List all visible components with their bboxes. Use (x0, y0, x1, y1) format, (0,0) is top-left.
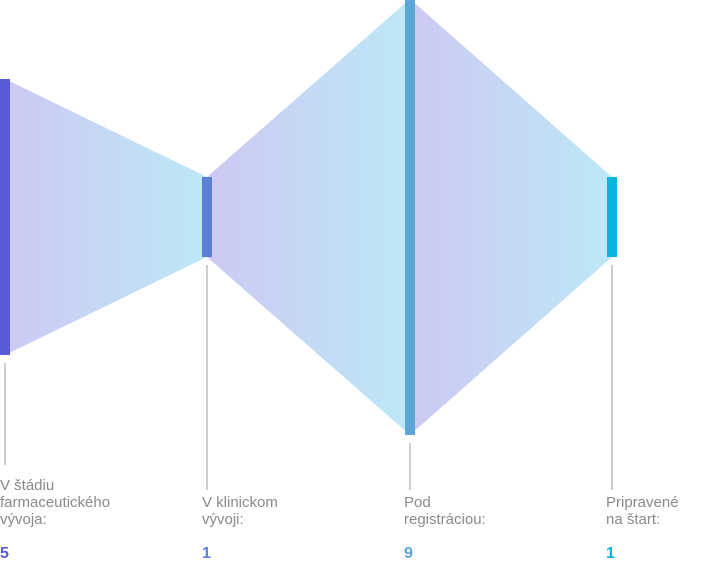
funnel-area-clinical-development-to-under-registration (207, 0, 410, 435)
funnel-bar-clinical-development (202, 177, 212, 257)
funnel-bar-ready-to-launch (607, 177, 617, 257)
stage-label-pharmaceutical-development: V štádiu farmaceutického vývoja: (0, 477, 111, 528)
stage-label-clinical-development: V klinickom vývoji: (202, 494, 278, 528)
stage-label-under-registration: Pod registráciou: (404, 494, 486, 528)
stage-value-pharmaceutical-development: 5 (0, 545, 9, 562)
stage-value-under-registration: 9 (404, 545, 413, 562)
leader-lines (4, 265, 613, 490)
funnel-area-pharmaceutical-development-to-clinical-development (5, 79, 207, 355)
funnel-area-under-registration-to-ready-to-launch (410, 0, 612, 435)
stage-label-ready-to-launch: Pripravené na štart: (606, 494, 679, 528)
stage-value-ready-to-launch: 1 (606, 545, 615, 562)
funnel-bar-under-registration (405, 0, 415, 435)
funnel-bar-pharmaceutical-development (0, 79, 10, 355)
funnel-areas (5, 0, 612, 435)
funnel-bars (0, 0, 617, 435)
stage-value-clinical-development: 1 (202, 545, 211, 562)
